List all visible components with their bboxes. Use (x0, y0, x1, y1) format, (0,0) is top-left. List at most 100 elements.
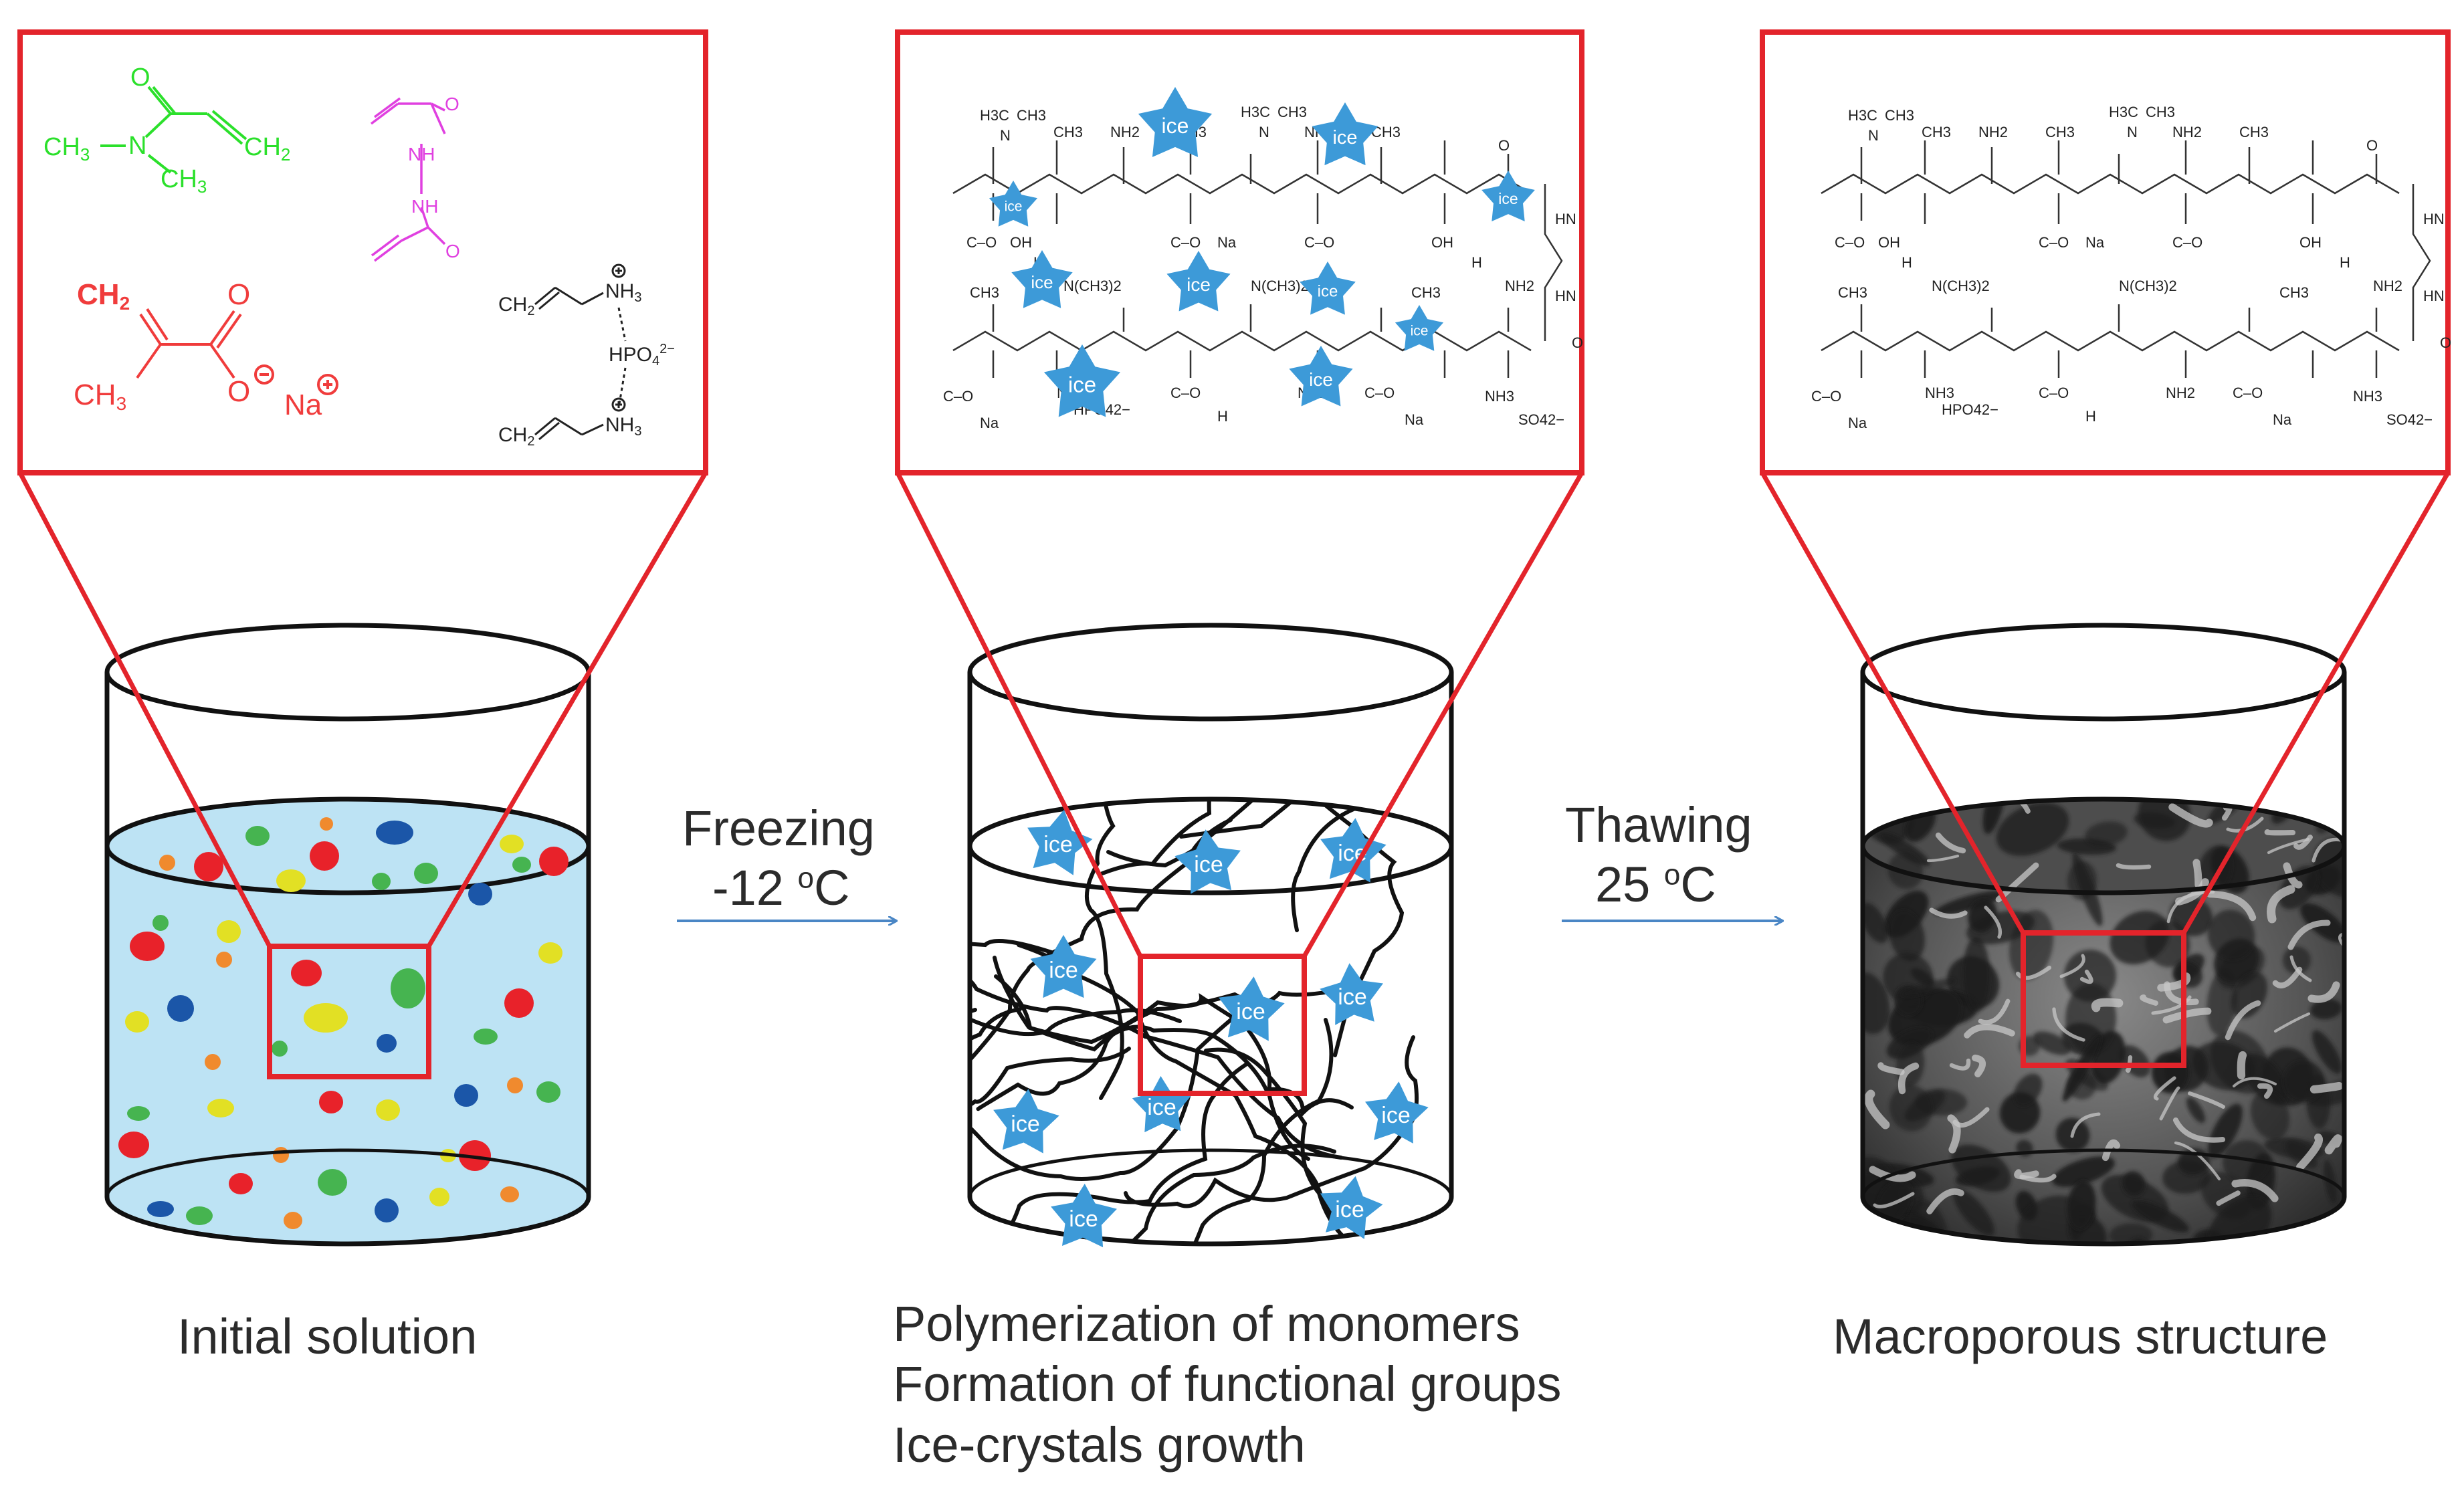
pore (2033, 1031, 2071, 1055)
droplet (391, 968, 425, 1008)
ice-label: ice (1162, 114, 1189, 138)
pore-wall (2273, 1012, 2311, 1033)
chem-label: OH (2299, 234, 2322, 251)
droplet (194, 852, 223, 881)
pore-wall (2225, 1000, 2261, 1041)
droplet (504, 988, 534, 1018)
pore-wall (2237, 1051, 2247, 1080)
pore-wall (2014, 1169, 2039, 1180)
pore-wall (1867, 1255, 1871, 1257)
dmaa-ch2: CH2 (244, 133, 290, 165)
pore (2214, 1242, 2276, 1269)
chem-label: H (2085, 408, 2096, 425)
pore-wall (2272, 966, 2303, 988)
chem-label: CH3 (1277, 104, 1307, 120)
pore-wall (1947, 1114, 1961, 1154)
polymer-chain (970, 960, 1343, 1160)
caption-macroporous: Macroporous structure (1833, 1309, 2328, 1364)
inset-polymer-ice: H3CCH3NCH3NH2CH3H3CCH3NNH2CH3OC–OOHHC–ON… (895, 29, 1584, 475)
droplet (372, 873, 391, 890)
pore (1962, 937, 1990, 1012)
pore-wall (2264, 829, 2296, 836)
pore-wall (2175, 878, 2209, 905)
droplet (377, 1034, 397, 1053)
chem-label: C–O (2233, 385, 2263, 401)
chem-label: CH3 (1838, 284, 1867, 301)
caption-frozen: Polymerization of monomers Formation of … (893, 1294, 1562, 1475)
droplet (310, 841, 339, 871)
pore (1863, 902, 1888, 944)
pore-wall (2091, 998, 2124, 1012)
ice-label: ice (1069, 1206, 1098, 1232)
polymer-chain (1124, 1035, 1419, 1208)
ice-crystal-icon: ice (1030, 935, 1097, 998)
chem-label: C–O (2172, 234, 2202, 251)
chem-label: H (1902, 254, 1912, 271)
chem-label: CH3 (970, 284, 999, 301)
chem-label: NH2 (2172, 124, 2202, 140)
chem-label: NH3 (1485, 388, 1514, 405)
chem-label: CH3 (1922, 124, 1951, 140)
droplet (273, 1147, 289, 1163)
polymer-chain (970, 1144, 1336, 1244)
pore-wall (2283, 862, 2303, 889)
pore-wall (2153, 1076, 2176, 1101)
pore-wall (2070, 1112, 2101, 1138)
pore (2072, 853, 2103, 926)
frozen-bottom-back (968, 1148, 1453, 1198)
pore-wall (1935, 832, 1966, 854)
dmaa-n: N (128, 132, 146, 160)
pore-wall (1926, 1188, 1964, 1214)
pore-wall (2267, 885, 2295, 924)
droplet (217, 920, 241, 943)
ice-crystal-icon: ice (1027, 809, 1093, 875)
chem-label: Na (1848, 415, 1867, 431)
pore (2208, 1103, 2243, 1158)
pore-wall (2287, 920, 2331, 950)
pore (1893, 1235, 1936, 1244)
pore-wall (2168, 803, 2213, 828)
aa-nh3-bottom: NH3 (605, 414, 641, 439)
thawing-label: Thawing 25 oC (1565, 796, 1752, 915)
droplet (538, 942, 562, 964)
droplet (284, 1212, 302, 1229)
pore-wall (2324, 1134, 2342, 1155)
ice-label: ice (1147, 1095, 1176, 1120)
pore (1889, 909, 1925, 962)
ice-label: ice (1187, 274, 1211, 295)
droplet (245, 826, 270, 846)
pore (2110, 910, 2170, 965)
droplet (276, 869, 306, 892)
chem-label: OH (1878, 234, 1900, 251)
chem-label: CH3 (1053, 124, 1083, 140)
pore-wall (2059, 954, 2085, 978)
pore (2052, 1156, 2115, 1187)
chem-label: O (1498, 137, 1510, 154)
pore-wall (1949, 1058, 1971, 1071)
pore (1934, 890, 2005, 916)
chem-label: H (1217, 408, 1228, 425)
droplet (319, 1091, 343, 1113)
ice-label: ice (1068, 372, 1096, 397)
ice-crystal-icon: ice (1289, 346, 1353, 407)
pore-wall (1926, 854, 1960, 863)
pore (2085, 821, 2128, 847)
caption-frozen-line2: Formation of functional groups (893, 1356, 1562, 1412)
pore-wall (2221, 805, 2233, 821)
inset-frame-2 (895, 29, 1584, 475)
ice-crystal-icon: ice (1132, 1076, 1191, 1133)
droplet (500, 1186, 519, 1202)
ice-crystal-icon: ice (1320, 963, 1383, 1025)
dmaa-molecule: CH3 N O CH2 CH3 (43, 64, 290, 197)
pore-wall (2015, 965, 2052, 980)
crosslinker-molecule: O NH NH O (370, 94, 460, 262)
beaker-macroporous (1760, 471, 2451, 1269)
chem-label: H3C (1241, 104, 1270, 120)
crosslinker-o-top: O (445, 94, 459, 114)
pore-wall (2188, 1091, 2225, 1109)
porous-bottom-front (1860, 1196, 2347, 1247)
droplet (539, 847, 569, 876)
pore-wall (1897, 1062, 1920, 1095)
